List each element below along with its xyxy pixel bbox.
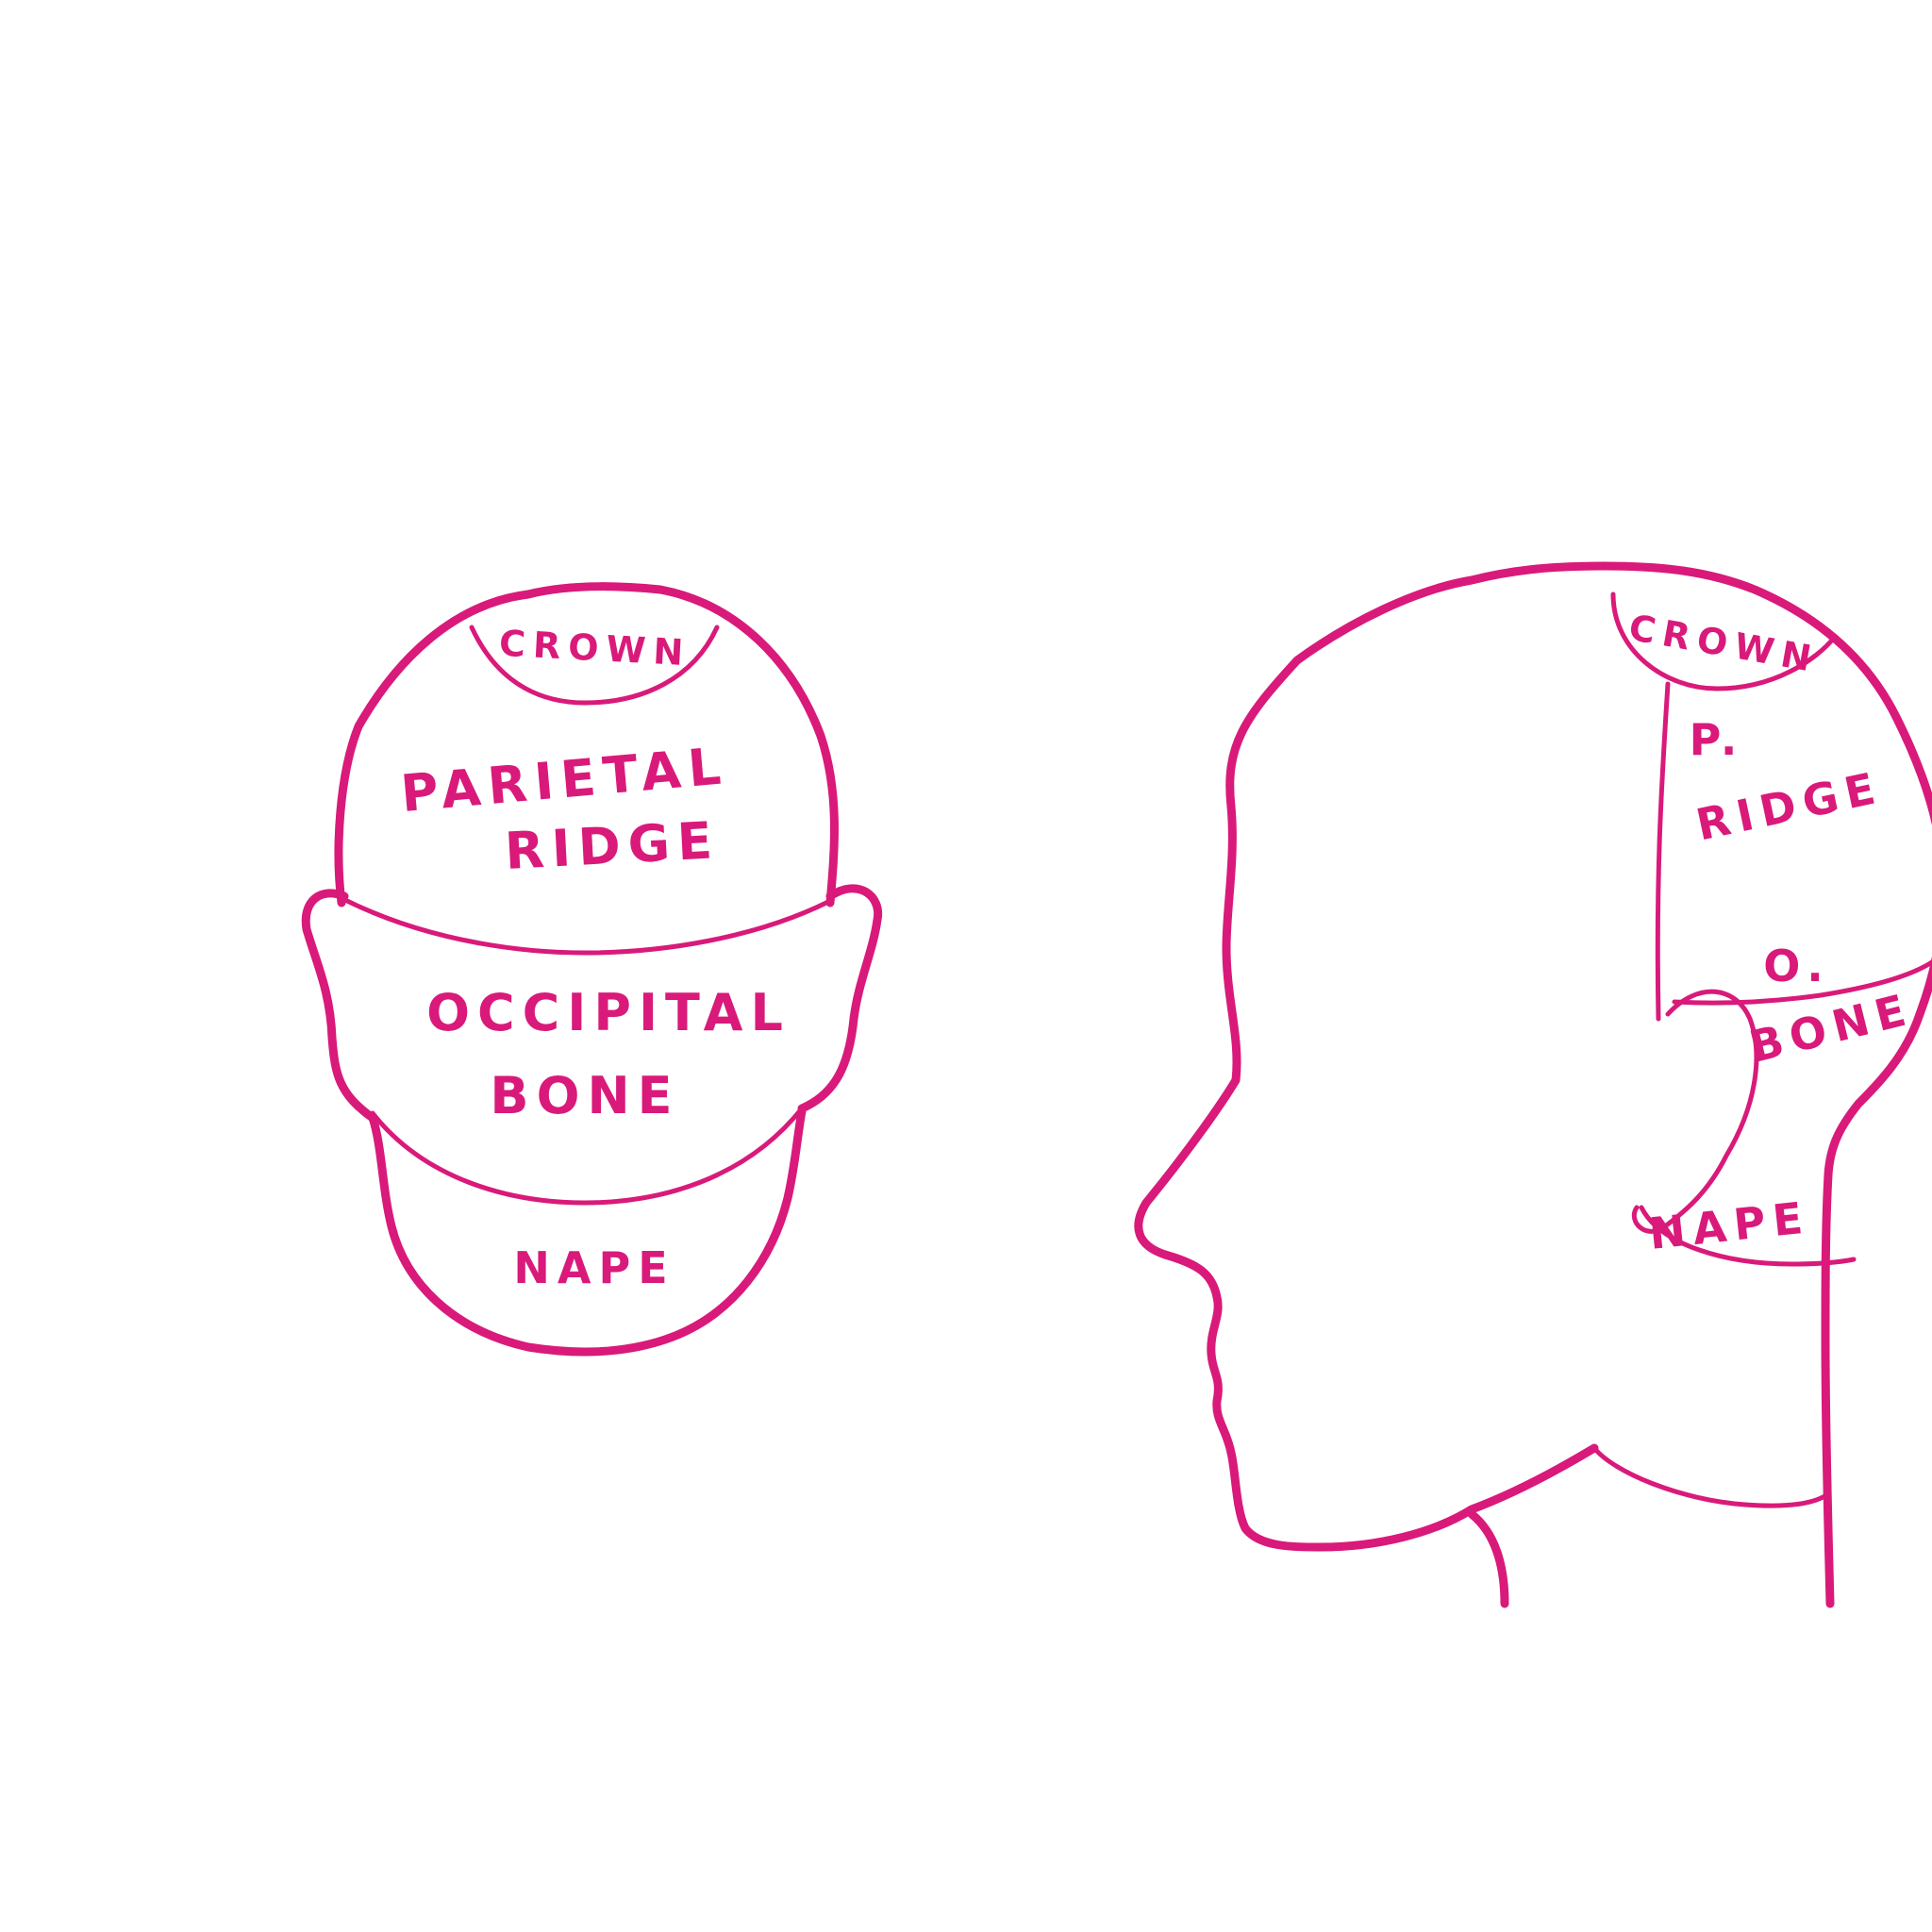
side-neck-back: [1821, 1335, 1835, 1608]
back-parietal-divider: [344, 898, 833, 956]
side-parietal-vertical: [1655, 681, 1671, 1022]
side-neck-front: [1467, 1509, 1509, 1608]
back-nape-outline: [368, 1107, 807, 1357]
side-label-ridge: RIDGE: [1691, 761, 1887, 850]
side-label-o: O.: [1763, 941, 1831, 991]
side-profile-outline: [1222, 561, 1932, 1344]
side-crown-arc: [1610, 591, 1838, 691]
back-label-parietal: PARIETAL: [398, 736, 730, 824]
side-occipital-divider: [1639, 1205, 1857, 1267]
side-label-p: P.: [1690, 714, 1745, 765]
back-label-occipital: OCCIPITAL: [426, 983, 791, 1042]
side-face-front: [1134, 1075, 1599, 1552]
back-right-ear: [797, 884, 883, 1113]
back-label-ridge: RIDGE: [504, 810, 722, 881]
side-nape-divider: [1591, 1445, 1829, 1508]
back-label-bone: BONE: [490, 1066, 679, 1125]
side-ear: [1631, 989, 1759, 1234]
back-left-ear: [301, 889, 377, 1123]
back-view-labels: CROWN PARIETAL RIDGE OCCIPITAL BONE NAPE: [398, 623, 791, 1293]
back-skull-outline: [334, 582, 839, 908]
side-label-nape: NAPE: [1646, 1191, 1812, 1259]
side-parietal-divider: [1672, 958, 1932, 1006]
back-view-head: [301, 582, 883, 1357]
back-label-nape: NAPE: [513, 1242, 675, 1293]
side-view-head: [1134, 561, 1932, 1608]
side-view-labels: CROWN P. RIDGE O. BONE NAPE: [1625, 607, 1918, 1259]
back-label-crown: CROWN: [498, 623, 691, 675]
back-occipital-divider: [370, 1106, 805, 1206]
back-crown-arc: [469, 625, 720, 706]
